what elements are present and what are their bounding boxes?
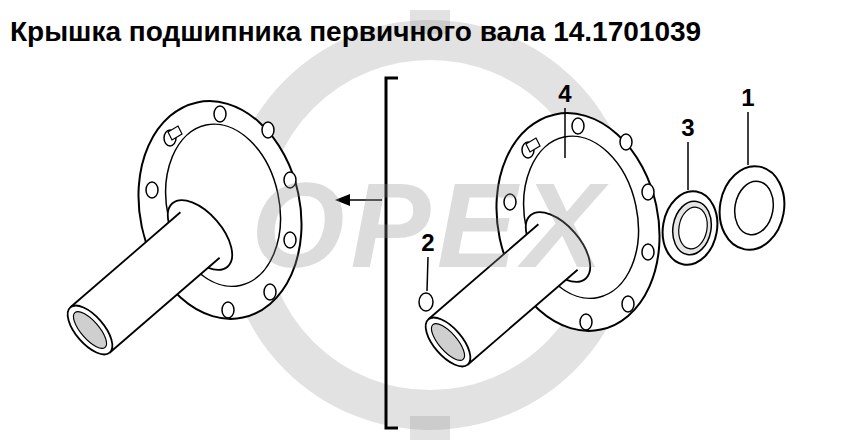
title: Крышка подшипника первичного вала 14.170… xyxy=(10,18,701,46)
watermark: OPEX xyxy=(251,165,608,285)
ring xyxy=(419,293,433,311)
callout-number: 1 xyxy=(741,86,754,110)
callout-number: 3 xyxy=(681,116,694,140)
callout-number: 4 xyxy=(558,82,571,106)
oil-seal xyxy=(657,187,723,269)
callout-number: 2 xyxy=(421,231,434,255)
washer xyxy=(713,161,791,255)
watermark-gear xyxy=(218,10,642,440)
